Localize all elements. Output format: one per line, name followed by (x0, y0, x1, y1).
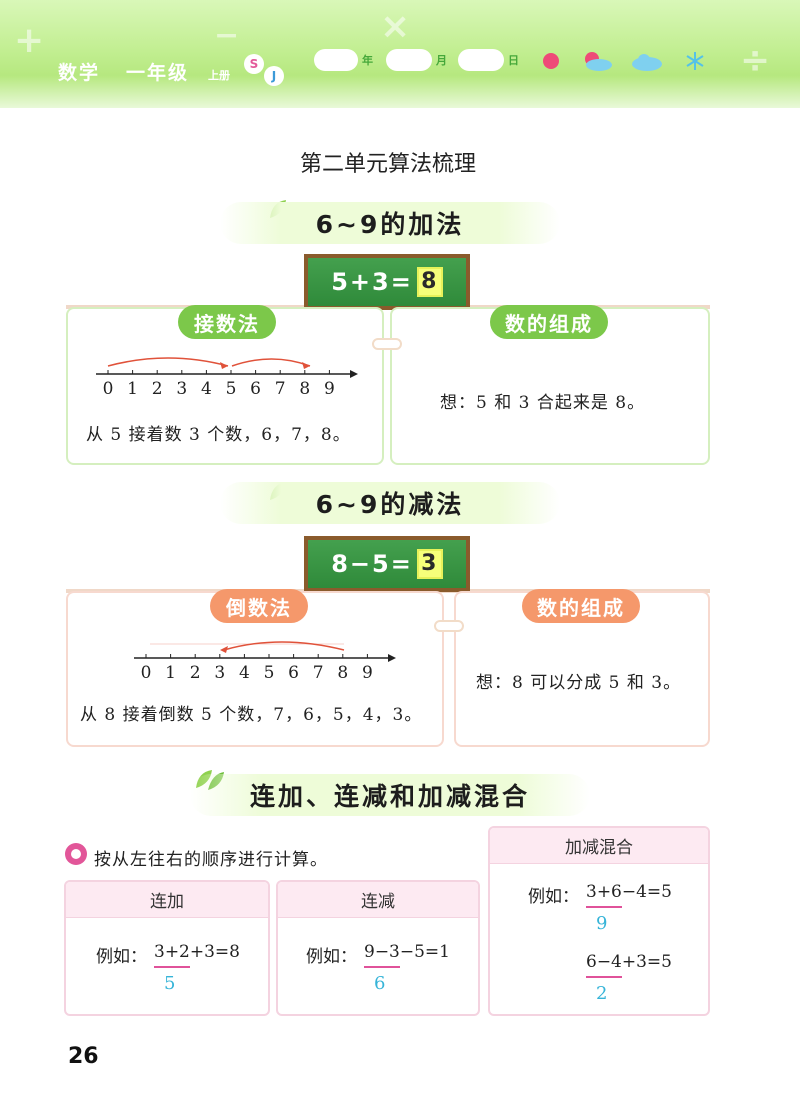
number-line-label: 7 (313, 663, 324, 683)
addition-chalkboard: 5+3=8 (304, 254, 470, 310)
partly-cloudy-icon[interactable] (580, 50, 614, 74)
number-line-arrow (388, 654, 396, 662)
back-arrow-head (220, 646, 228, 653)
mixed-card: 加减混合 (488, 826, 710, 1016)
arrow-head-1 (220, 362, 228, 369)
subject-label: 数学 (58, 62, 101, 84)
panel-clip (434, 620, 464, 632)
number-line-label: 6 (250, 379, 261, 399)
mixed-card-title: 加减混合 (490, 828, 708, 864)
addition-answer-box: 8 (416, 267, 443, 297)
number-line-label: 7 (275, 379, 286, 399)
instruction-text: 按从左往右的顺序进行计算。 (94, 850, 328, 870)
counting-back-label: 倒数法 (210, 589, 308, 623)
number-line-label: 5 (226, 379, 237, 399)
times-decoration: × (380, 6, 411, 47)
composition-label-sub: 数的组成 (522, 589, 640, 623)
mixed-partial-1: 9 (596, 913, 608, 934)
consecutive-sub-expr: 9−3−5=1 (364, 942, 450, 962)
number-line-label: 2 (190, 663, 201, 683)
snow-icon[interactable] (684, 50, 706, 72)
subtraction-chalkboard: 8−5=3 (304, 536, 470, 592)
sunny-icon[interactable] (540, 50, 562, 72)
number-line-label: 5 (264, 663, 275, 683)
badge-s: S (244, 54, 264, 74)
number-line-label: 1 (127, 379, 138, 399)
consecutive-add-title: 连加 (66, 882, 268, 918)
counting-on-text: 从 5 接着数 3 个数，6，7，8。 (86, 425, 351, 445)
underline (154, 966, 190, 968)
underline (586, 976, 622, 978)
page-header: + − × ÷ 数学 一年级 上册 S J 年 月 日 (0, 0, 800, 108)
panel-clip (372, 338, 402, 350)
volume-label: 上册 (208, 69, 230, 82)
addition-section-title: 6~9的加法 (220, 202, 560, 244)
plus-decoration: + (14, 20, 45, 61)
number-line-label: 1 (165, 663, 176, 683)
day-label: 日 (508, 54, 519, 67)
flower-icon (65, 843, 87, 865)
underline (364, 966, 400, 968)
mixed-prefix: 例如： (528, 887, 579, 907)
mixed-expr-1: 3+6−4=5 (586, 882, 672, 902)
divide-decoration: ÷ (740, 40, 771, 81)
consecutive-sub-title: 连减 (278, 882, 478, 918)
mixed-section-title: 连加、连减和加减混合 (190, 774, 590, 816)
addition-equation: 5+3= (331, 268, 413, 296)
month-label: 月 (436, 54, 447, 67)
counting-on-label: 接数法 (178, 305, 276, 339)
consecutive-sub-card: 连减 (276, 880, 480, 1016)
underline (586, 906, 622, 908)
number-line-label: 9 (324, 379, 335, 399)
jump-arrow-2 (231, 358, 311, 367)
counting-back-text: 从 8 接着倒数 5 个数，7，6，5，4，3。 (80, 705, 423, 725)
month-field[interactable] (386, 49, 432, 71)
page-number: 26 (68, 1044, 99, 1069)
number-line-label: 3 (214, 663, 225, 683)
cloudy-icon[interactable] (630, 50, 664, 74)
consecutive-add-card: 连加 (64, 880, 270, 1016)
number-line-label: 0 (103, 379, 114, 399)
mixed-expr-2: 6−4+3=5 (586, 952, 672, 972)
consecutive-add-partial: 5 (164, 973, 176, 994)
arrow-head-2 (302, 362, 310, 369)
subtraction-answer-box: 3 (416, 549, 443, 579)
badge-j: J (264, 66, 284, 86)
grade-label: 一年级 (126, 62, 190, 84)
year-label: 年 (362, 54, 373, 67)
consecutive-add-expr: 3+2+3=8 (154, 942, 240, 962)
consecutive-sub-prefix: 例如： (306, 947, 357, 967)
number-line-label: 3 (176, 379, 187, 399)
page-title: 第二单元算法梳理 (299, 152, 476, 177)
consecutive-sub-partial: 6 (374, 973, 386, 994)
number-line-label: 8 (299, 379, 310, 399)
number-line-label: 8 (337, 663, 348, 683)
number-line-label: 4 (201, 379, 212, 399)
jump-arrow-1 (107, 357, 229, 367)
composition-text-sub: 想：8 可以分成 5 和 3。 (476, 673, 682, 693)
minus-decoration: − (214, 18, 240, 53)
number-line-label: 2 (152, 379, 163, 399)
year-field[interactable] (314, 49, 358, 71)
consecutive-add-prefix: 例如： (96, 947, 147, 967)
composition-label-add: 数的组成 (490, 305, 608, 339)
mixed-partial-2: 2 (596, 983, 608, 1004)
subtraction-section-title: 6~9的减法 (220, 482, 560, 524)
number-line-label: 9 (362, 663, 373, 683)
number-line-label: 4 (239, 663, 250, 683)
composition-text-add: 想：5 和 3 合起来是 8。 (440, 393, 646, 413)
back-arrow-1 (223, 641, 345, 651)
day-field[interactable] (458, 49, 504, 71)
subtraction-equation: 8−5= (331, 550, 413, 578)
number-line-label: 0 (141, 663, 152, 683)
number-line-arrow (350, 370, 358, 378)
number-line-label: 6 (288, 663, 299, 683)
